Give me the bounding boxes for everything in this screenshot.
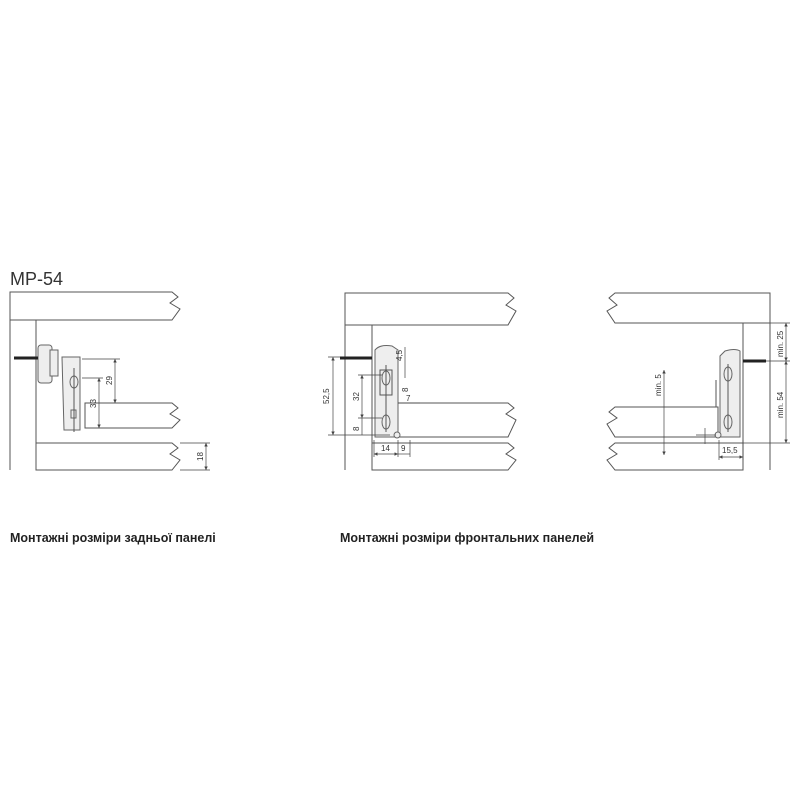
product-title: MP-54 [10, 269, 63, 289]
dim-9: 9 [401, 444, 406, 453]
dim-7: 7 [406, 394, 411, 403]
connector-hardware [374, 345, 401, 439]
dim-8-right: 8 [401, 387, 410, 392]
caption-rear-panel: Монтажні розміри задньої панелі [10, 531, 216, 545]
dim-32: 32 [352, 392, 361, 401]
dim-min-25: min. 25 [776, 330, 785, 357]
rear-panel-drawing: 29 33 18 [9, 291, 210, 471]
dim-min-5: min. 5 [654, 374, 663, 396]
caption-front-panels: Монтажні розміри фронтальних панелей [340, 531, 595, 545]
connector-hardware [37, 344, 81, 432]
dim-15-5: 15,5 [722, 446, 738, 455]
connector-hardware [714, 349, 741, 439]
dim-4-5: 4,5 [395, 349, 404, 361]
dim-33: 33 [89, 399, 98, 408]
dim-29: 29 [105, 376, 114, 385]
dim-min-54: min. 54 [776, 391, 785, 418]
front-panel-right-drawing: min. 25 min. 54 min. 5 15,5 [606, 292, 790, 471]
dim-18: 18 [196, 452, 205, 461]
dim-14: 14 [381, 444, 390, 453]
dim-52-5: 52,5 [322, 388, 331, 404]
front-panel-left-drawing: 52,5 32 8 14 9 4,5 8 7 [322, 292, 517, 471]
dim-8-left: 8 [352, 426, 361, 431]
